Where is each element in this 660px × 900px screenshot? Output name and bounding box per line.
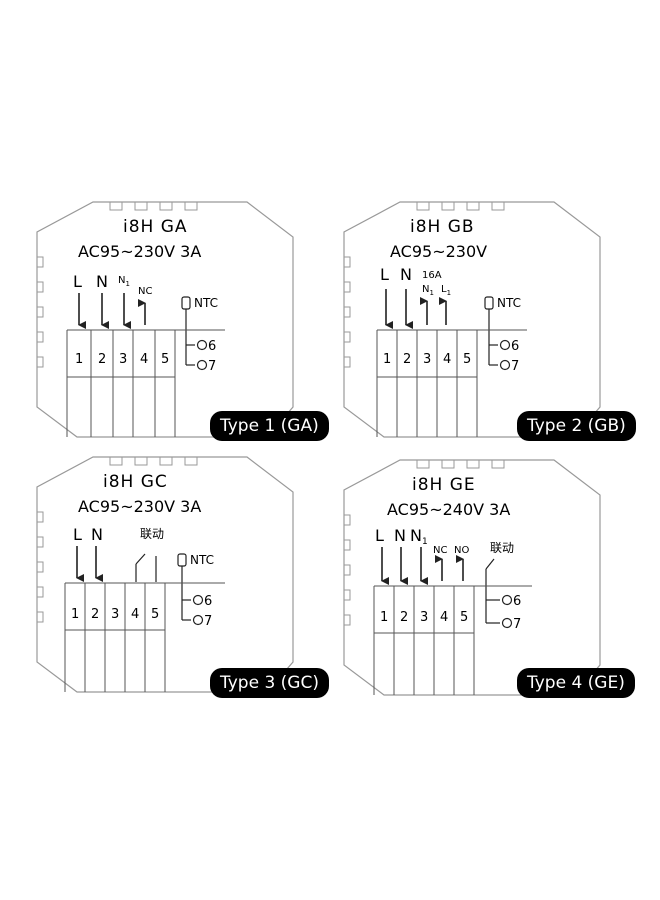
model-label: i8H GC (103, 472, 168, 492)
spec-label: AC95~230V (390, 242, 487, 261)
type-badge: Type 1 (GA) (210, 411, 329, 441)
label-nc: NC (433, 545, 447, 556)
wiring-diagram-ga: i8H GA AC95~230V 3A L N N1 NC NTC 6 7 (36, 201, 294, 438)
top-notches (416, 202, 505, 211)
wiring-diagram-ge: i8H GE AC95~240V 3A L N N1 NC NO 联动 6 7 (343, 459, 601, 696)
outputs (192, 594, 204, 626)
terminal-block (376, 329, 527, 437)
terminal-3: 3 (423, 352, 431, 367)
terminal-4: 4 (140, 352, 148, 367)
spec-label: AC95~230V 3A (78, 242, 201, 261)
terminal-5: 5 (161, 352, 169, 367)
label-no: NO (454, 545, 469, 556)
model-label: i8H GE (412, 475, 476, 495)
terminal-3: 3 (420, 610, 428, 625)
side-notches (37, 511, 44, 623)
top-notches (416, 460, 505, 469)
terminal-1: 1 (383, 352, 391, 367)
label-link: 联动 (140, 527, 164, 541)
spec-label: AC95~230V 3A (78, 497, 201, 516)
side-notches (37, 256, 44, 368)
wiring-diagram-gc: i8H GC AC95~230V 3A L N 联动 NTC 6 7 (36, 456, 294, 693)
panel-type-3: i8H GC AC95~230V 3A L N 联动 NTC 6 7 (35, 452, 335, 698)
link-switch (485, 558, 500, 624)
terminal-4: 4 (443, 352, 451, 367)
terminal-1: 1 (380, 610, 388, 625)
terminal-1: 1 (71, 607, 79, 622)
label-l: L (375, 526, 384, 545)
type-badge: Type 2 (GB) (517, 411, 636, 441)
ntc-sensor (181, 296, 195, 366)
label-n: N (96, 272, 108, 291)
terminal-1: 1 (75, 352, 83, 367)
label-l: L (380, 265, 389, 284)
output-7-label: 7 (513, 617, 521, 632)
label-n: N (91, 525, 103, 544)
side-notches (344, 256, 351, 368)
label-n1: N1 (410, 526, 428, 547)
model-label: i8H GA (123, 217, 188, 237)
ntc-sensor (484, 296, 498, 366)
terminal-2: 2 (98, 352, 106, 367)
label-nc: NC (138, 286, 152, 297)
side-notches (344, 514, 351, 626)
type-badge: Type 3 (GC) (210, 668, 329, 698)
outputs (501, 594, 513, 629)
output-7-label: 7 (204, 614, 212, 629)
output-6-label: 6 (204, 594, 212, 609)
terminal-2: 2 (91, 607, 99, 622)
link-switch (135, 553, 157, 582)
output-6-label: 6 (511, 339, 519, 354)
ntc-label: NTC (194, 296, 218, 310)
terminal-4: 4 (440, 610, 448, 625)
terminal-5: 5 (463, 352, 471, 367)
outputs (499, 339, 511, 371)
terminal-block (373, 585, 532, 695)
terminal-block (64, 582, 225, 692)
label-l: L (73, 272, 82, 291)
wiring-diagram-gb: i8H GB AC95~230V L N 16A N1 L1 NTC 6 7 (343, 201, 601, 438)
panel-type-1: i8H GA AC95~230V 3A L N N1 NC NTC 6 7 (35, 197, 335, 442)
ntc-label: NTC (190, 553, 214, 567)
terminal-block (66, 329, 225, 437)
label-n: N (400, 265, 412, 284)
device-outline (36, 201, 294, 438)
terminal-3: 3 (111, 607, 119, 622)
terminal-4: 4 (131, 607, 139, 622)
outputs (196, 339, 208, 371)
spec-label: AC95~240V 3A (387, 500, 510, 519)
output-6-label: 6 (513, 594, 521, 609)
label-n1: N1 (118, 275, 130, 288)
label-l: L (73, 525, 82, 544)
output-7-label: 7 (511, 359, 519, 374)
top-notches (109, 202, 198, 211)
label-link: 联动 (490, 541, 514, 555)
label-l1: L1 (441, 284, 451, 297)
output-7-label: 7 (208, 359, 216, 374)
ntc-sensor (177, 553, 191, 621)
output-6-label: 6 (208, 339, 216, 354)
terminal-3: 3 (119, 352, 127, 367)
panel-type-4: i8H GE AC95~240V 3A L N N1 NC NO 联动 6 7 (342, 455, 642, 700)
top-notches (109, 457, 198, 466)
terminal-2: 2 (400, 610, 408, 625)
panel-type-2: i8H GB AC95~230V L N 16A N1 L1 NTC 6 7 (342, 197, 642, 442)
label-n1: N1 (422, 284, 434, 297)
model-label: i8H GB (410, 217, 475, 237)
terminal-5: 5 (460, 610, 468, 625)
label-16a: 16A (422, 270, 442, 281)
terminal-5: 5 (151, 607, 159, 622)
label-n: N (394, 526, 406, 545)
device-outline (343, 201, 601, 438)
type-badge: Type 4 (GE) (517, 668, 635, 698)
ntc-label: NTC (497, 296, 521, 310)
terminal-2: 2 (403, 352, 411, 367)
